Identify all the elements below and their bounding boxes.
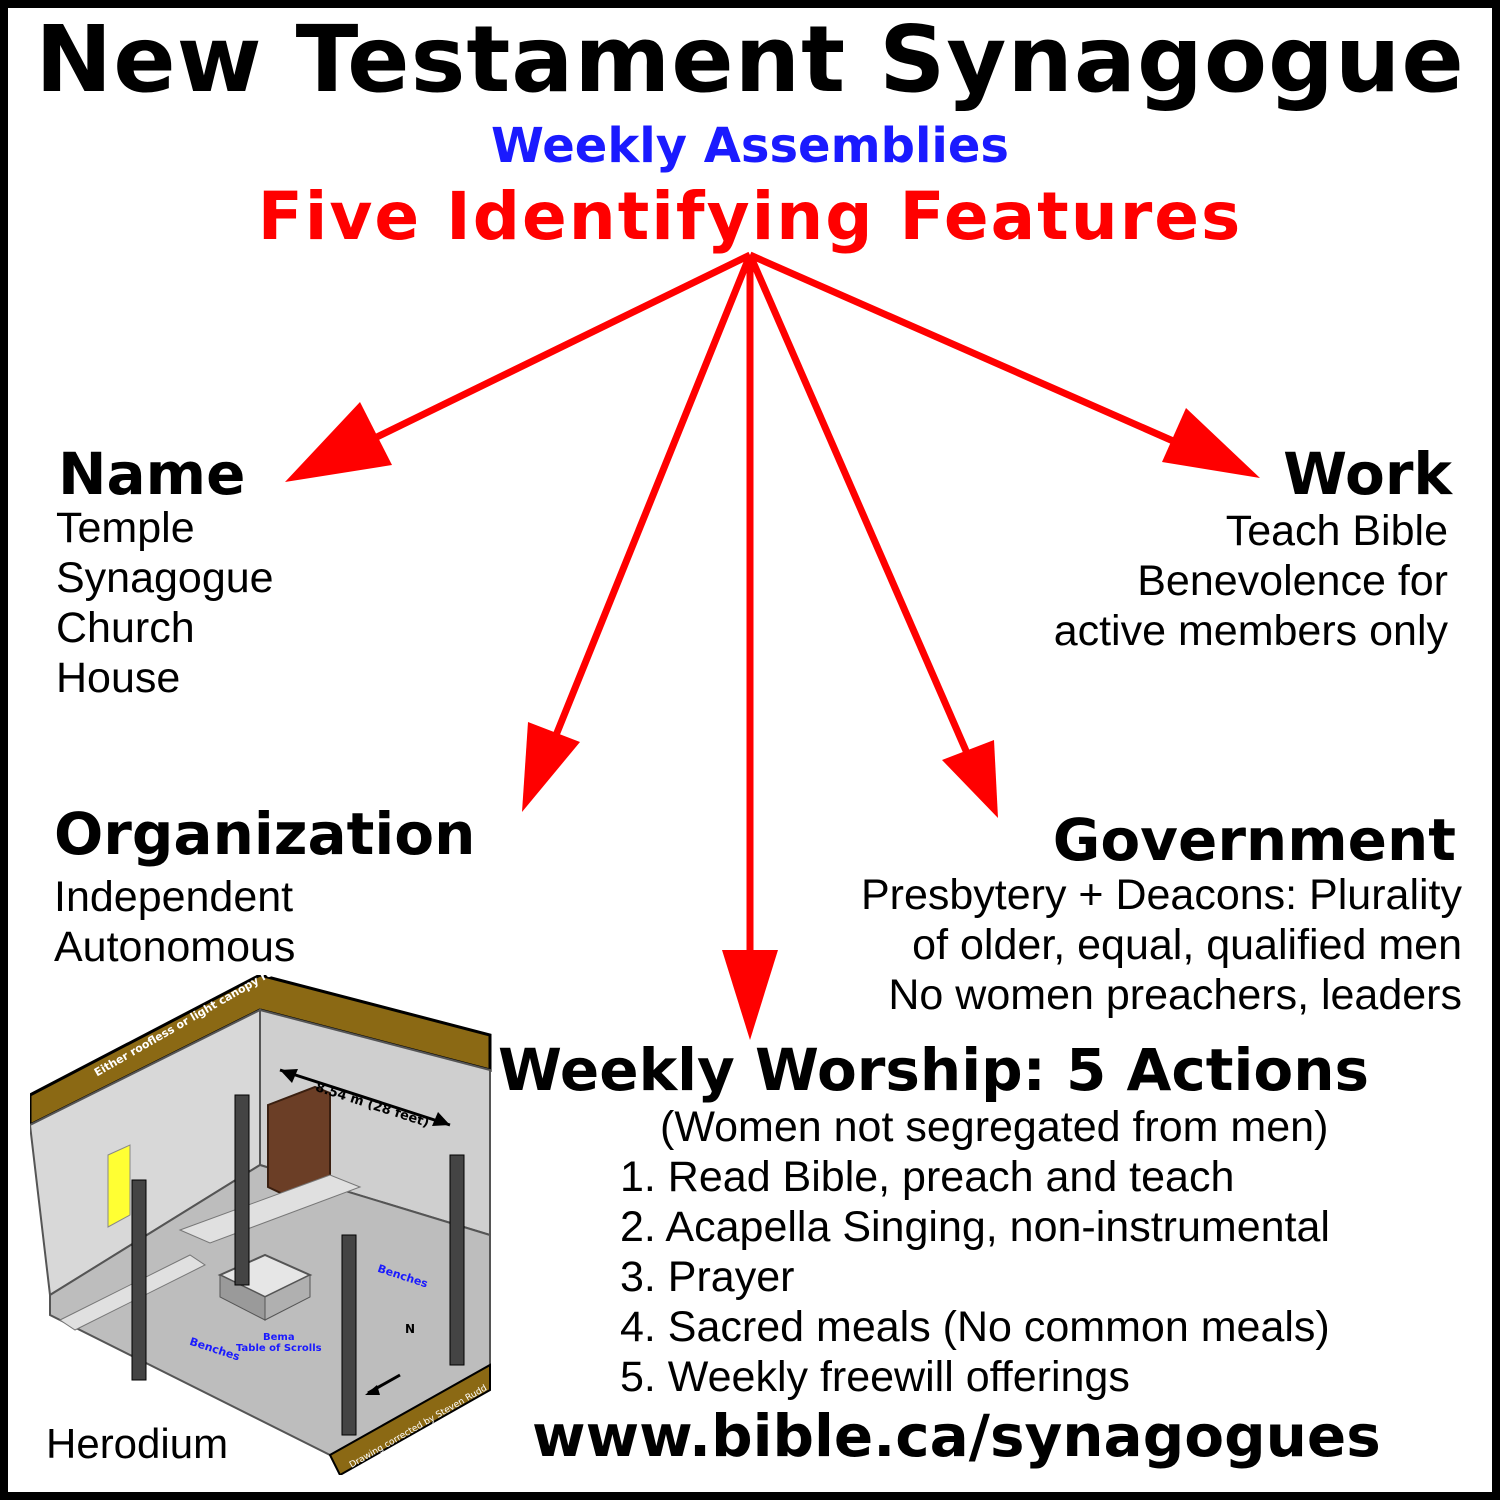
- worship-item: 2. Acapella Singing, non-instrumental: [620, 1203, 1330, 1251]
- yellow-window: [107, 1144, 131, 1228]
- name-item: Temple: [56, 504, 195, 552]
- front-wall: [328, 1363, 491, 1475]
- column: [341, 1234, 357, 1436]
- worship-list: 1. Read Bible, preach and teach 2. Acape…: [620, 1152, 1330, 1402]
- worship-item: 1. Read Bible, preach and teach: [620, 1153, 1235, 1201]
- north-label: N: [405, 1322, 416, 1336]
- work-item: active members only: [1053, 607, 1448, 655]
- website-url: www.bible.ca/synagogues: [532, 1402, 1381, 1470]
- work-heading: Work: [1283, 440, 1452, 508]
- worship-item: 5. Weekly freewill offerings: [620, 1353, 1130, 1401]
- work-list: Teach Bible Benevolence for active membe…: [1054, 506, 1448, 656]
- name-list: Temple Synagogue Church House: [56, 503, 274, 703]
- arrow-to-name: [338, 251, 752, 459]
- arrow-to-organization: [544, 253, 754, 757]
- name-item: Church: [56, 604, 195, 652]
- name-item: Synagogue: [56, 554, 274, 602]
- arrowhead-worship: [722, 950, 778, 1040]
- organization-heading: Organization: [54, 800, 476, 868]
- dimension-arrow: [279, 1068, 451, 1127]
- name-heading: Name: [58, 440, 246, 508]
- arrowhead-work: [1162, 408, 1260, 478]
- bench: [178, 1174, 362, 1244]
- synagogue-illustration: [30, 975, 492, 1475]
- arrow-to-government: [746, 253, 974, 762]
- subtitle: Weekly Assemblies: [491, 118, 1009, 174]
- government-heading: Government: [1052, 806, 1456, 874]
- organization-item: Independent: [54, 873, 294, 921]
- herodium-caption: Herodium: [46, 1420, 229, 1467]
- arrowhead-government: [942, 740, 998, 818]
- worship-item: 4. Sacred meals (No common meals): [620, 1303, 1330, 1351]
- organization-item: Autonomous: [54, 923, 296, 971]
- main-title: New Testament Synagogue: [35, 6, 1465, 113]
- bema-label: Bema Table of Scrolls: [236, 1332, 322, 1354]
- features-heading: Five Identifying Features: [257, 178, 1243, 255]
- arrowhead-name: [285, 402, 392, 482]
- government-item: No women preachers, leaders: [888, 971, 1462, 1019]
- organization-list: Independent Autonomous: [54, 872, 295, 972]
- name-item: House: [56, 654, 181, 702]
- arrow-to-work: [748, 251, 1207, 459]
- column: [234, 1094, 250, 1286]
- work-item: Teach Bible: [1225, 507, 1448, 555]
- government-list: Presbytery + Deacons: Plurality of older…: [861, 870, 1462, 1020]
- arrowhead-organization: [522, 722, 580, 812]
- government-item: Presbytery + Deacons: Plurality: [860, 871, 1462, 919]
- work-item: Benevolence for: [1137, 557, 1448, 605]
- government-item: of older, equal, qualified men: [912, 921, 1462, 969]
- column: [449, 1154, 465, 1366]
- worship-note: (Women not segregated from men): [660, 1103, 1329, 1151]
- worship-item: 3. Prayer: [620, 1253, 795, 1301]
- worship-heading: Weekly Worship: 5 Actions: [498, 1036, 1370, 1104]
- column: [131, 1179, 147, 1381]
